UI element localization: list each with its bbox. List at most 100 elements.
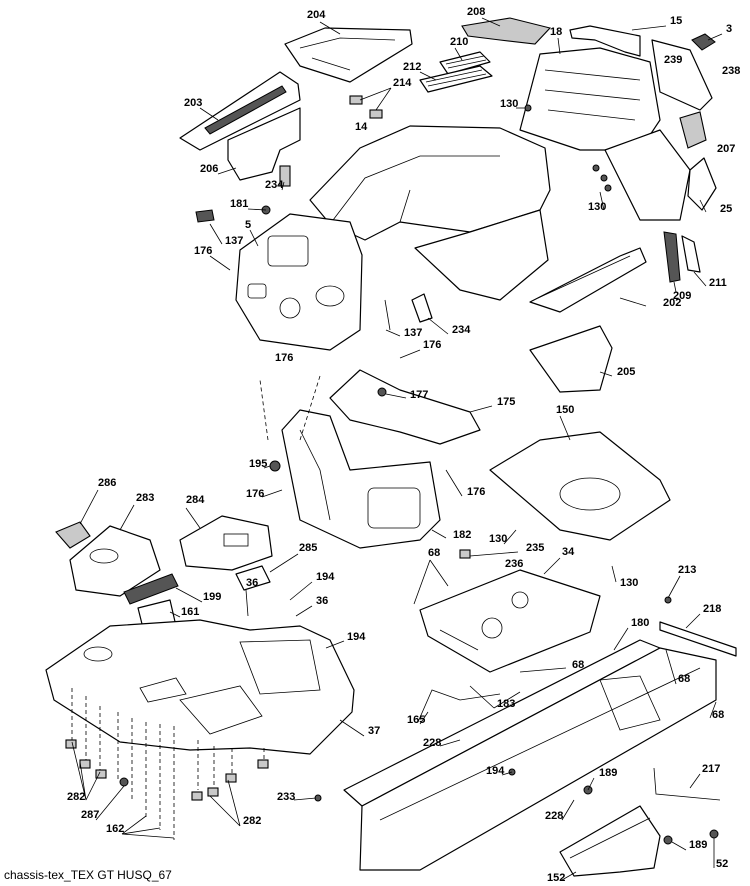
callout-label: 176 [467,486,485,498]
callout-label: 207 [717,143,735,155]
part-283-fender [69,525,161,597]
callout-label: 212 [403,61,421,73]
callout-label: 202 [663,297,681,309]
callout-label: 282 [243,815,261,827]
callout-label: 176 [194,245,212,257]
callout-label: 176 [423,339,441,351]
callout-label: 161 [181,606,199,618]
callout-label: 177 [410,389,428,401]
callout-label: 287 [81,809,99,821]
callout-label: 36 [316,595,328,607]
part-137-rod [384,299,391,331]
callout-label: 235 [526,542,544,554]
part-213-bolt [664,596,672,604]
part-150-plate [489,431,671,541]
callout-label: 165 [407,714,425,726]
part-182-pod [281,409,441,549]
callout-label: 183 [497,698,515,710]
callout-label: 213 [678,564,696,576]
part-15-strip [569,25,641,57]
part-204-cover [284,27,413,83]
callout-label: 52 [716,858,728,870]
part-52-bushing [709,829,719,839]
callout-label: 234 [265,179,284,191]
part-203-front-grille [179,71,301,151]
callout-label: 25 [720,203,732,215]
part-202-grille-bar [529,247,647,313]
callout-label: 18 [550,26,562,38]
callout-label: 137 [404,327,422,339]
callout-label: 239 [664,54,682,66]
callout-label: 236 [505,558,523,570]
part-235-spacer [459,549,471,559]
callout-label: 176 [246,488,264,500]
callout-label: 209 [673,290,691,302]
callout-label: 234 [452,324,471,336]
callout-label: 68 [678,673,690,685]
part-238-panel [651,39,713,111]
callout-label: 137 [225,235,243,247]
callout-label: 208 [467,6,485,18]
callout-label: 228 [423,737,441,749]
callout-label: 194 [316,571,335,583]
callout-label: 218 [703,603,721,615]
callout-label: 282 [67,791,85,803]
callout-label: 181 [230,198,248,210]
callout-label: 3 [726,23,732,35]
part-209-bracket [663,231,681,283]
part-207-light [679,111,707,149]
callout-label: 36 [246,577,258,589]
part-180-frame [343,639,717,871]
part-5-dash-panel [235,213,363,351]
callout-label: 130 [500,98,518,110]
part-206-bracket [227,107,301,181]
callout-label: 68 [428,547,440,559]
part-152-shield [559,805,661,877]
part-137-screw [195,209,215,223]
callout-label: 204 [307,9,326,21]
callout-label: 37 [368,725,380,737]
part-218-bar [659,621,737,657]
callout-label: 15 [670,15,682,27]
callout-label: 205 [617,366,635,378]
callout-label: 284 [186,494,205,506]
part-214-clip-a [349,95,363,105]
callout-label: 130 [489,533,507,545]
part-286-cap [55,521,91,549]
callout-label: 194 [486,765,505,777]
callout-label: 238 [722,65,740,77]
callout-label: 162 [106,823,124,835]
part-195-grommet [269,460,281,472]
part-214-clip-b [369,109,383,119]
diagram-caption: chassis-tex_TEX GT HUSQ_67 [4,868,172,882]
callout-label: 194 [347,631,366,643]
callout-label: 210 [450,36,468,48]
part-34-plate [419,569,601,673]
callout-label: 189 [689,839,707,851]
callout-label: 68 [572,659,584,671]
part-130-bolts [524,104,612,192]
callout-label: 217 [702,763,720,775]
callout-label: 228 [545,810,563,822]
part-165-rod [417,689,501,723]
part-285-plate [235,565,271,591]
callout-label: 68 [712,709,724,721]
callout-label: 286 [98,477,116,489]
part-14-hood [309,125,551,301]
callout-label: 206 [200,163,218,175]
callout-label: 283 [136,492,154,504]
part-211-bracket [681,235,701,273]
callout-label: 5 [245,219,251,231]
callout-label: 285 [299,542,317,554]
callout-label: 176 [275,352,293,364]
callout-label: 199 [203,591,221,603]
part-175-bracket [329,369,481,445]
part-37-fender [45,619,355,755]
part-284-fender [179,515,273,571]
part-234-plate-2 [411,293,433,323]
leader-lines [71,17,723,881]
callout-label: 152 [547,872,565,884]
part-205-cover [529,325,613,393]
part-189-bolt-b [663,835,673,845]
